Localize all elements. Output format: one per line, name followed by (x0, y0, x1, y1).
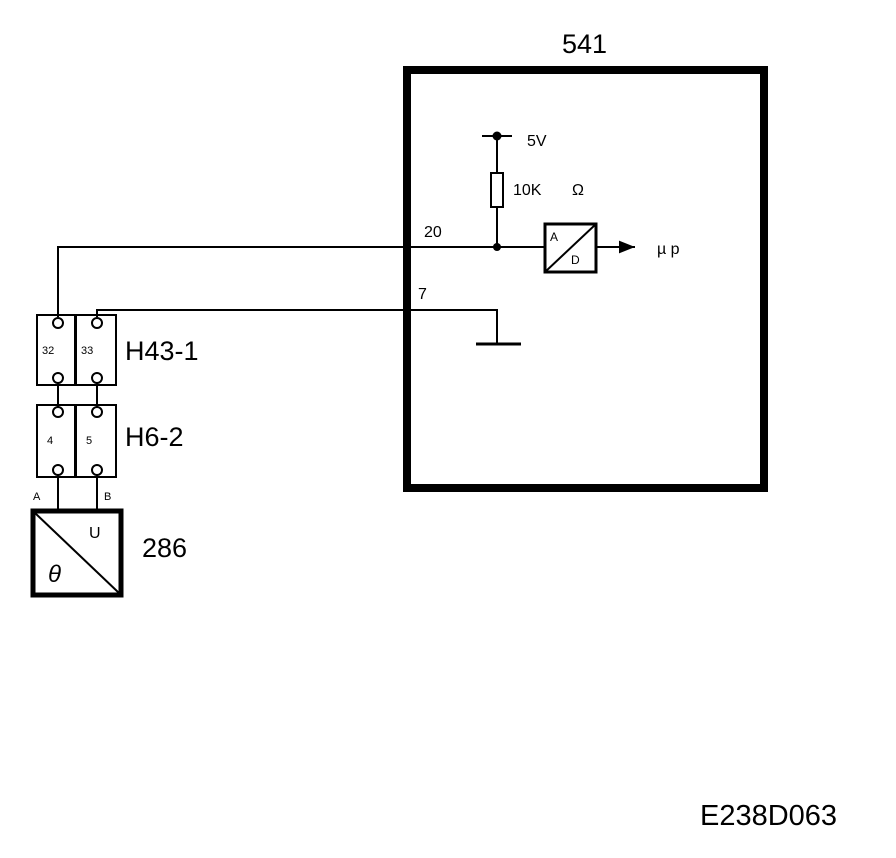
h43-label: H43-1 (125, 336, 199, 366)
resistor-value: 10K (513, 182, 542, 199)
ecu-box (403, 66, 768, 492)
h43-contact (91, 317, 103, 329)
h6-contact (91, 406, 103, 418)
supply-label: 5V (527, 133, 547, 150)
sensor-temp-symbol: θ (48, 561, 61, 588)
resistor-unit: Ω (572, 182, 584, 199)
h43-pin-32: 32 (42, 345, 54, 357)
resistor-symbol (490, 172, 504, 208)
ground-wire (96, 309, 498, 344)
pin-20-label: 20 (424, 224, 442, 241)
terminal-a-label: A (33, 491, 41, 503)
sensor-label: 286 (142, 533, 187, 563)
h43-contact (52, 317, 64, 329)
diagram-reference: E238D063 (700, 800, 837, 832)
adc-out-label: D (571, 253, 580, 267)
h43-contact (91, 372, 103, 384)
h6-contact (52, 464, 64, 476)
sensor-voltage-symbol: U (89, 525, 101, 542)
adc-diagonal (544, 223, 597, 273)
sensor-diagonal (34, 512, 120, 594)
mcu-label: µ p (657, 241, 680, 258)
h6-contact (91, 464, 103, 476)
terminal-b-label: B (104, 491, 111, 503)
h43-pin-33: 33 (81, 345, 93, 357)
h6-pin-4: 4 (47, 435, 53, 447)
sensor-box (30, 508, 124, 598)
h43-contact (52, 372, 64, 384)
signal-wire (57, 246, 497, 317)
h6-label: H6-2 (125, 422, 184, 452)
ecu-label: 541 (562, 29, 607, 59)
h6-contact (52, 406, 64, 418)
pin-7-label: 7 (418, 286, 427, 303)
h6-pin-5: 5 (86, 435, 92, 447)
adc-in-label: A (550, 230, 558, 244)
